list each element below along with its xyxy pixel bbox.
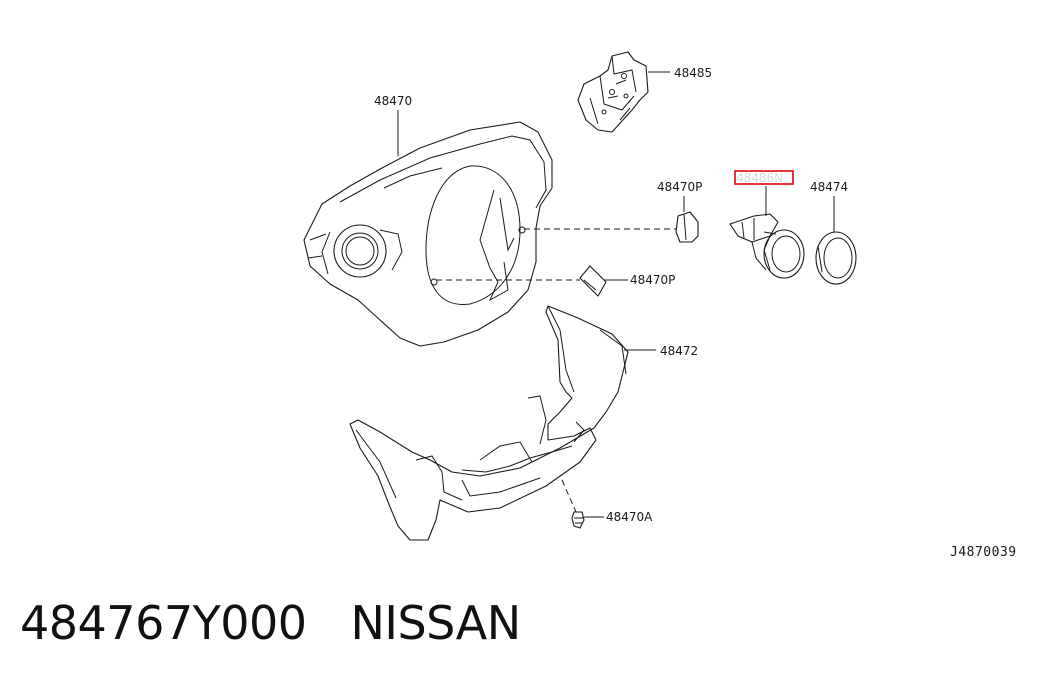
brand-name: NISSAN: [350, 596, 522, 650]
part-caption: 484767Y000 NISSAN: [20, 596, 521, 656]
part-48470P-cap-lower: [579, 265, 607, 297]
label-48474: 48474: [810, 180, 848, 194]
label-48470A: 48470A: [606, 510, 653, 524]
label-48470P-lower: 48470P: [630, 273, 675, 287]
part-48470A-screw: [561, 479, 585, 529]
label-48485: 48485: [674, 66, 712, 80]
highlight-box-48486N: [734, 170, 794, 185]
label-48470: 48470: [374, 94, 412, 108]
label-48470P-upper: 48470P: [657, 180, 702, 194]
label-48486N[interactable]: 48486N: [736, 171, 783, 185]
part-48485-bracket: [577, 51, 649, 133]
part-48470P-cap-upper: [675, 211, 699, 243]
part-48472-lower-cover: [349, 305, 629, 541]
part-48486N-ring: [729, 213, 805, 279]
part-48474-bezel: [815, 231, 857, 285]
part-number: 484767Y000: [20, 596, 307, 650]
label-48472: 48472: [660, 344, 698, 358]
part-48470-upper-cover: [303, 121, 553, 347]
drawing-number: J4870039: [950, 545, 1017, 560]
